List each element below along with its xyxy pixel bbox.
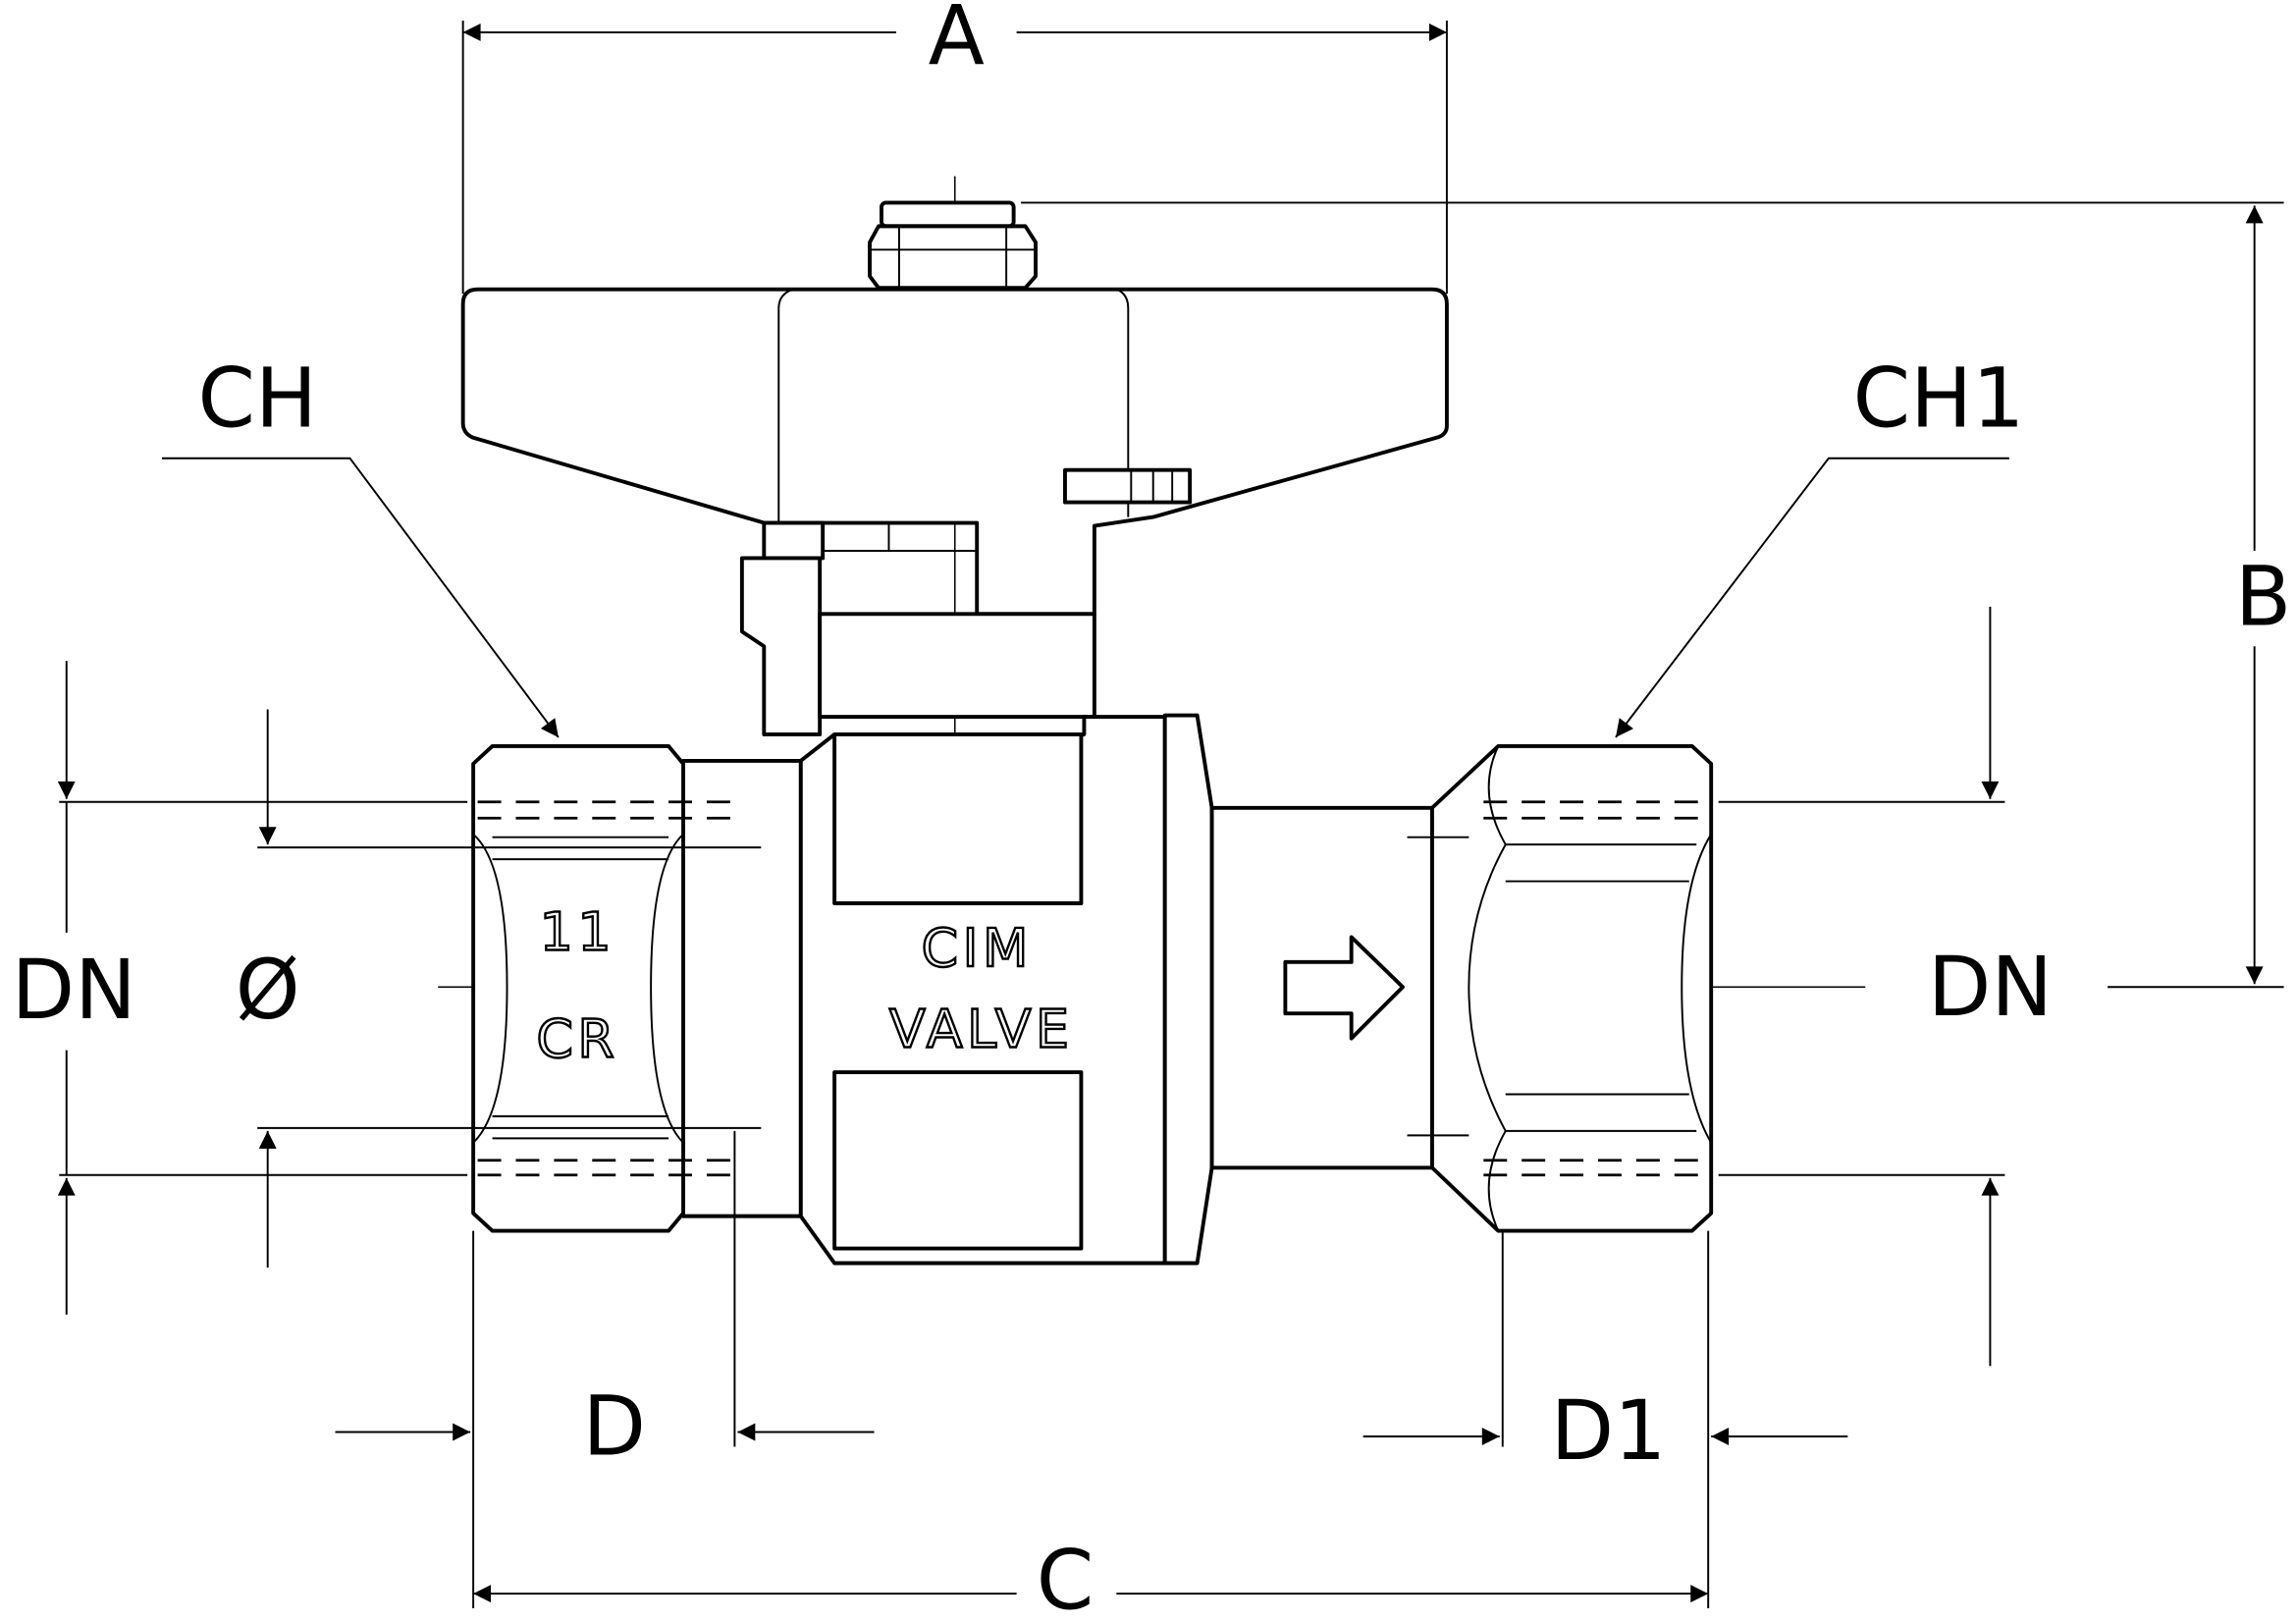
label-diameter: Ø: [236, 942, 300, 1038]
brand-marking-valve: VALVE: [889, 998, 1074, 1059]
callout-ch1: CH1: [1615, 350, 2025, 738]
dimension-b: B: [1021, 201, 2291, 989]
callout-ch: CH: [161, 350, 560, 738]
dimension-dn-right: DN: [1718, 606, 2053, 1367]
left-connection: 11 CR: [471, 743, 803, 1233]
dimension-d: D: [335, 1130, 875, 1609]
brand-marking: CIM: [922, 917, 1033, 979]
label-d: D: [582, 1378, 646, 1474]
stem: [739, 556, 1096, 736]
manufacturer-logo: CR: [536, 1008, 618, 1070]
label-dn-left: DN: [12, 942, 136, 1038]
label-c: C: [1037, 1533, 1095, 1623]
label-d1: D1: [1551, 1382, 1667, 1479]
label-a: A: [929, 0, 985, 83]
label-dn-right: DN: [1928, 939, 2053, 1035]
size-marking: 11: [540, 901, 615, 963]
dimension-d1: D1: [1362, 1230, 1848, 1609]
label-ch1: CH1: [1853, 350, 2025, 446]
dimension-c: C: [473, 1533, 1709, 1623]
dimension-dn-left: DN: [12, 661, 468, 1315]
right-connection: [1407, 743, 1714, 1233]
valve-body: CIM VALVE: [798, 713, 1434, 1266]
label-ch: CH: [197, 350, 316, 446]
dimension-diameter: Ø: [236, 709, 762, 1268]
dimension-a: A: [461, 0, 1448, 295]
label-b: B: [2235, 548, 2291, 644]
flow-direction-arrow-icon: [1283, 935, 1405, 1041]
